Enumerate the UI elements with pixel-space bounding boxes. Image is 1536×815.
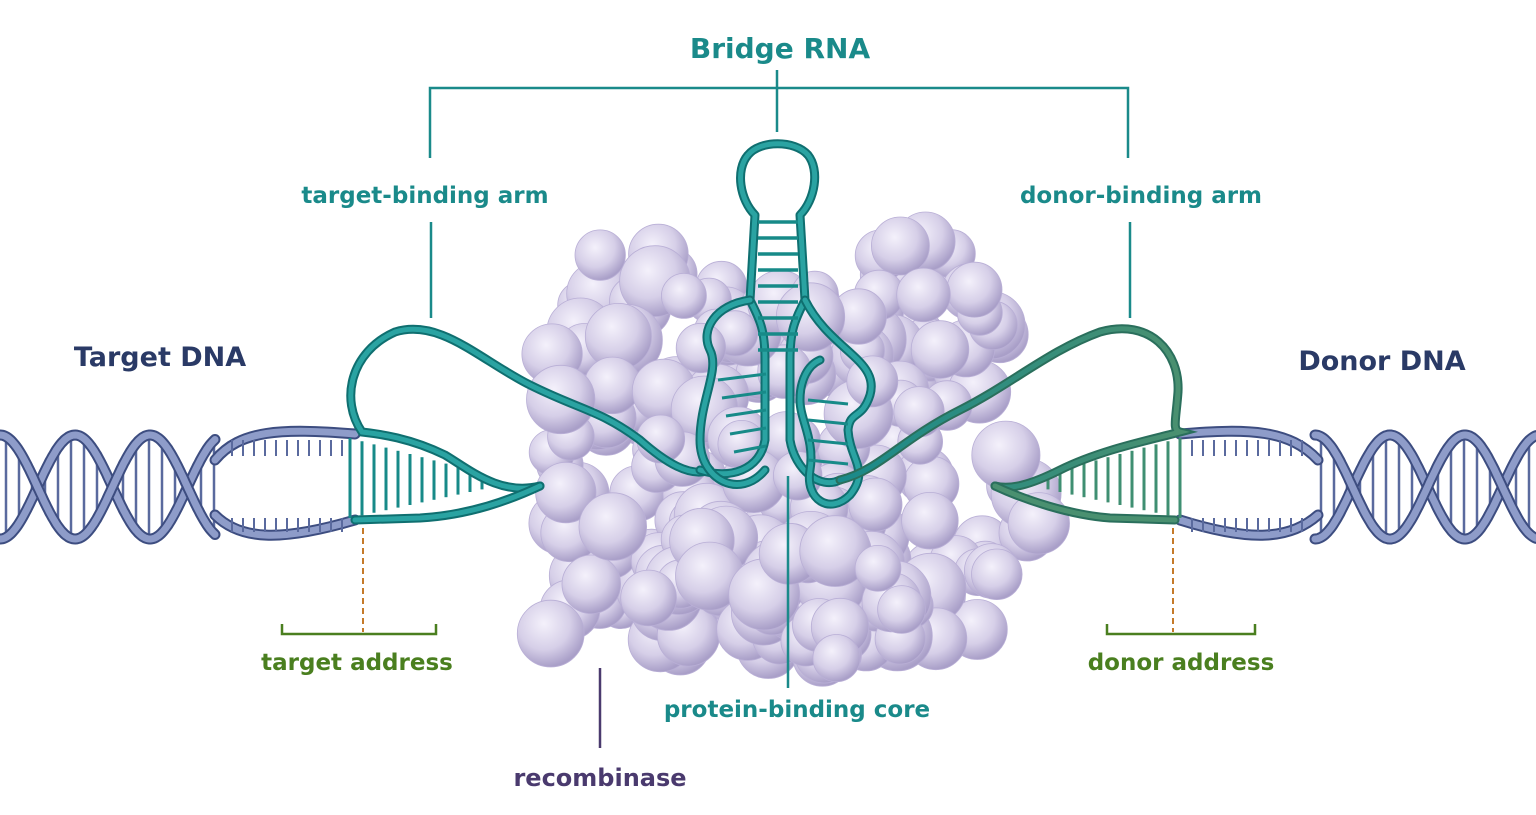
protein-bead: [896, 267, 951, 323]
callout-lines: [280, 70, 1257, 748]
protein-bead: [812, 634, 861, 683]
bridge-rna-bracket: [428, 86, 1130, 158]
stem-pair: [807, 458, 849, 466]
protein-bead: [578, 492, 647, 561]
protein-bead: [946, 261, 1003, 318]
donor-binding-arm-label: donor-binding arm: [1020, 183, 1262, 209]
bridge-rna-strand: [346, 139, 1198, 525]
dna-backbone-outline: [0, 429, 221, 545]
donor-pairing-rungs: [1046, 438, 1182, 518]
stem-pair: [725, 408, 767, 418]
donor-dna-label: Donor DNA: [1298, 346, 1465, 377]
dna-backbone: [1311, 431, 1536, 543]
protein-bead: [871, 216, 930, 276]
protein-bead: [910, 320, 970, 379]
stem-pair: [733, 444, 767, 454]
target-address-bracket: [280, 624, 438, 636]
protein-bead: [516, 599, 585, 668]
protein-binding-core-label: protein-binding core: [664, 697, 930, 723]
dna-bubble-top: [211, 427, 359, 464]
stem-pair: [717, 372, 767, 382]
target-dna-helix: [0, 425, 361, 545]
donor-dna-helix: [1174, 425, 1536, 545]
donor-address-label: donor address: [1088, 650, 1275, 676]
stem-pair: [729, 426, 767, 436]
bridge-rna-label: Bridge RNA: [690, 32, 871, 65]
dna-backbone: [0, 431, 219, 543]
protein-bead: [661, 272, 707, 319]
protein-bead: [971, 548, 1023, 600]
dna-bubble-top: [1176, 427, 1322, 464]
recombinase-label: recombinase: [513, 764, 686, 792]
target-dna-label: Target DNA: [74, 342, 246, 373]
protein-bead: [574, 229, 626, 281]
target-pairing-rungs: [348, 438, 484, 518]
protein-bead: [561, 554, 621, 614]
protein-bead: [620, 569, 677, 627]
recombinase-protein: [516, 211, 1070, 687]
protein-bead: [854, 544, 902, 592]
target-binding-arm-label: target-binding arm: [301, 183, 548, 209]
protein-bead: [675, 322, 727, 374]
protein-bead: [901, 492, 959, 550]
stem-pair: [721, 390, 767, 400]
stem-pair: [807, 398, 849, 406]
stem-pair: [807, 438, 849, 446]
protein-bead: [877, 585, 926, 634]
protein-bead: [848, 477, 903, 532]
stem-pair: [807, 418, 849, 426]
target-address-label: target address: [261, 650, 453, 676]
rna-stem-base-pairs: [717, 220, 849, 466]
donor-address-bracket: [1105, 624, 1257, 636]
